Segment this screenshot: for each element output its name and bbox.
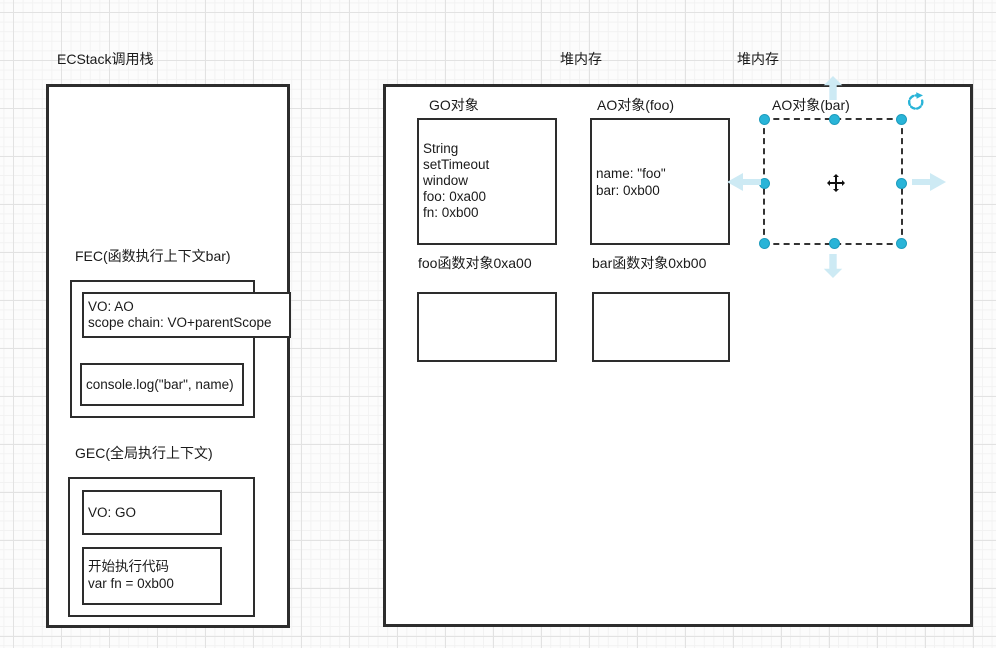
selection-handle-top-mid[interactable]	[829, 114, 840, 125]
vo-go-shape[interactable]: VO: GO	[82, 490, 222, 535]
rotate-handle-icon[interactable]	[906, 92, 926, 112]
vo-ao-shape[interactable]: VO: AO scope chain: VO+parentScope	[82, 292, 291, 338]
ao-bar-title[interactable]: AO对象(bar)	[772, 97, 850, 113]
quick-arrow-left-icon[interactable]	[727, 173, 761, 196]
quick-arrow-right-icon[interactable]	[912, 173, 946, 196]
fec-label[interactable]: FEC(函数执行上下文bar)	[75, 248, 231, 264]
go-line: window	[423, 173, 469, 188]
gec-label[interactable]: GEC(全局执行上下文)	[75, 445, 213, 461]
selection-handle-top-right[interactable]	[896, 114, 907, 125]
go-object-shape[interactable]: String setTimeout window foo: 0xa00 fn: …	[417, 118, 557, 245]
ecstack-title[interactable]: ECStack调用栈	[57, 51, 154, 67]
ao-foo-title[interactable]: AO对象(foo)	[597, 97, 675, 113]
gec-code-line2: var fn = 0xb00	[88, 576, 174, 591]
ao-foo-line: name: "foo"	[596, 166, 666, 181]
foo-fn-title[interactable]: foo函数对象0xa00	[418, 255, 532, 271]
vo-go-text: VO: GO	[88, 504, 137, 520]
vo-ao-line1: VO: AO	[88, 299, 134, 314]
selection-handle-bottom-left[interactable]	[759, 238, 770, 249]
go-line: foo: 0xa00	[423, 189, 487, 204]
ao-foo-shape[interactable]: name: "foo" bar: 0xb00	[590, 118, 730, 245]
go-line: setTimeout	[423, 157, 490, 172]
console-log-text: console.log("bar", name)	[86, 376, 234, 392]
go-line: fn: 0xb00	[423, 205, 479, 220]
quick-arrow-down-icon[interactable]	[823, 254, 843, 283]
go-object-title[interactable]: GO对象	[429, 97, 479, 113]
selection-handle-bottom-mid[interactable]	[829, 238, 840, 249]
go-line: String	[423, 141, 459, 156]
selection-handle-mid-right[interactable]	[896, 178, 907, 189]
move-cursor-icon[interactable]	[826, 173, 846, 198]
foo-fn-shape[interactable]	[417, 292, 557, 362]
gec-code-shape[interactable]: 开始执行代码 var fn = 0xb00	[82, 547, 222, 605]
console-log-shape[interactable]: console.log("bar", name)	[80, 363, 244, 406]
heap-label-right[interactable]: 堆内存	[737, 51, 779, 67]
bar-fn-title[interactable]: bar函数对象0xb00	[592, 255, 707, 271]
ao-foo-line: bar: 0xb00	[596, 183, 660, 198]
selection-handle-bottom-right[interactable]	[896, 238, 907, 249]
heap-label-left[interactable]: 堆内存	[560, 51, 602, 67]
bar-fn-shape[interactable]	[592, 292, 730, 362]
selection-handle-top-left[interactable]	[759, 114, 770, 125]
quick-arrow-up-icon[interactable]	[823, 76, 843, 105]
vo-ao-line2: scope chain: VO+parentScope	[88, 315, 272, 330]
ao-bar-shape-selected[interactable]	[759, 114, 907, 249]
gec-code-line1: 开始执行代码	[88, 559, 169, 574]
